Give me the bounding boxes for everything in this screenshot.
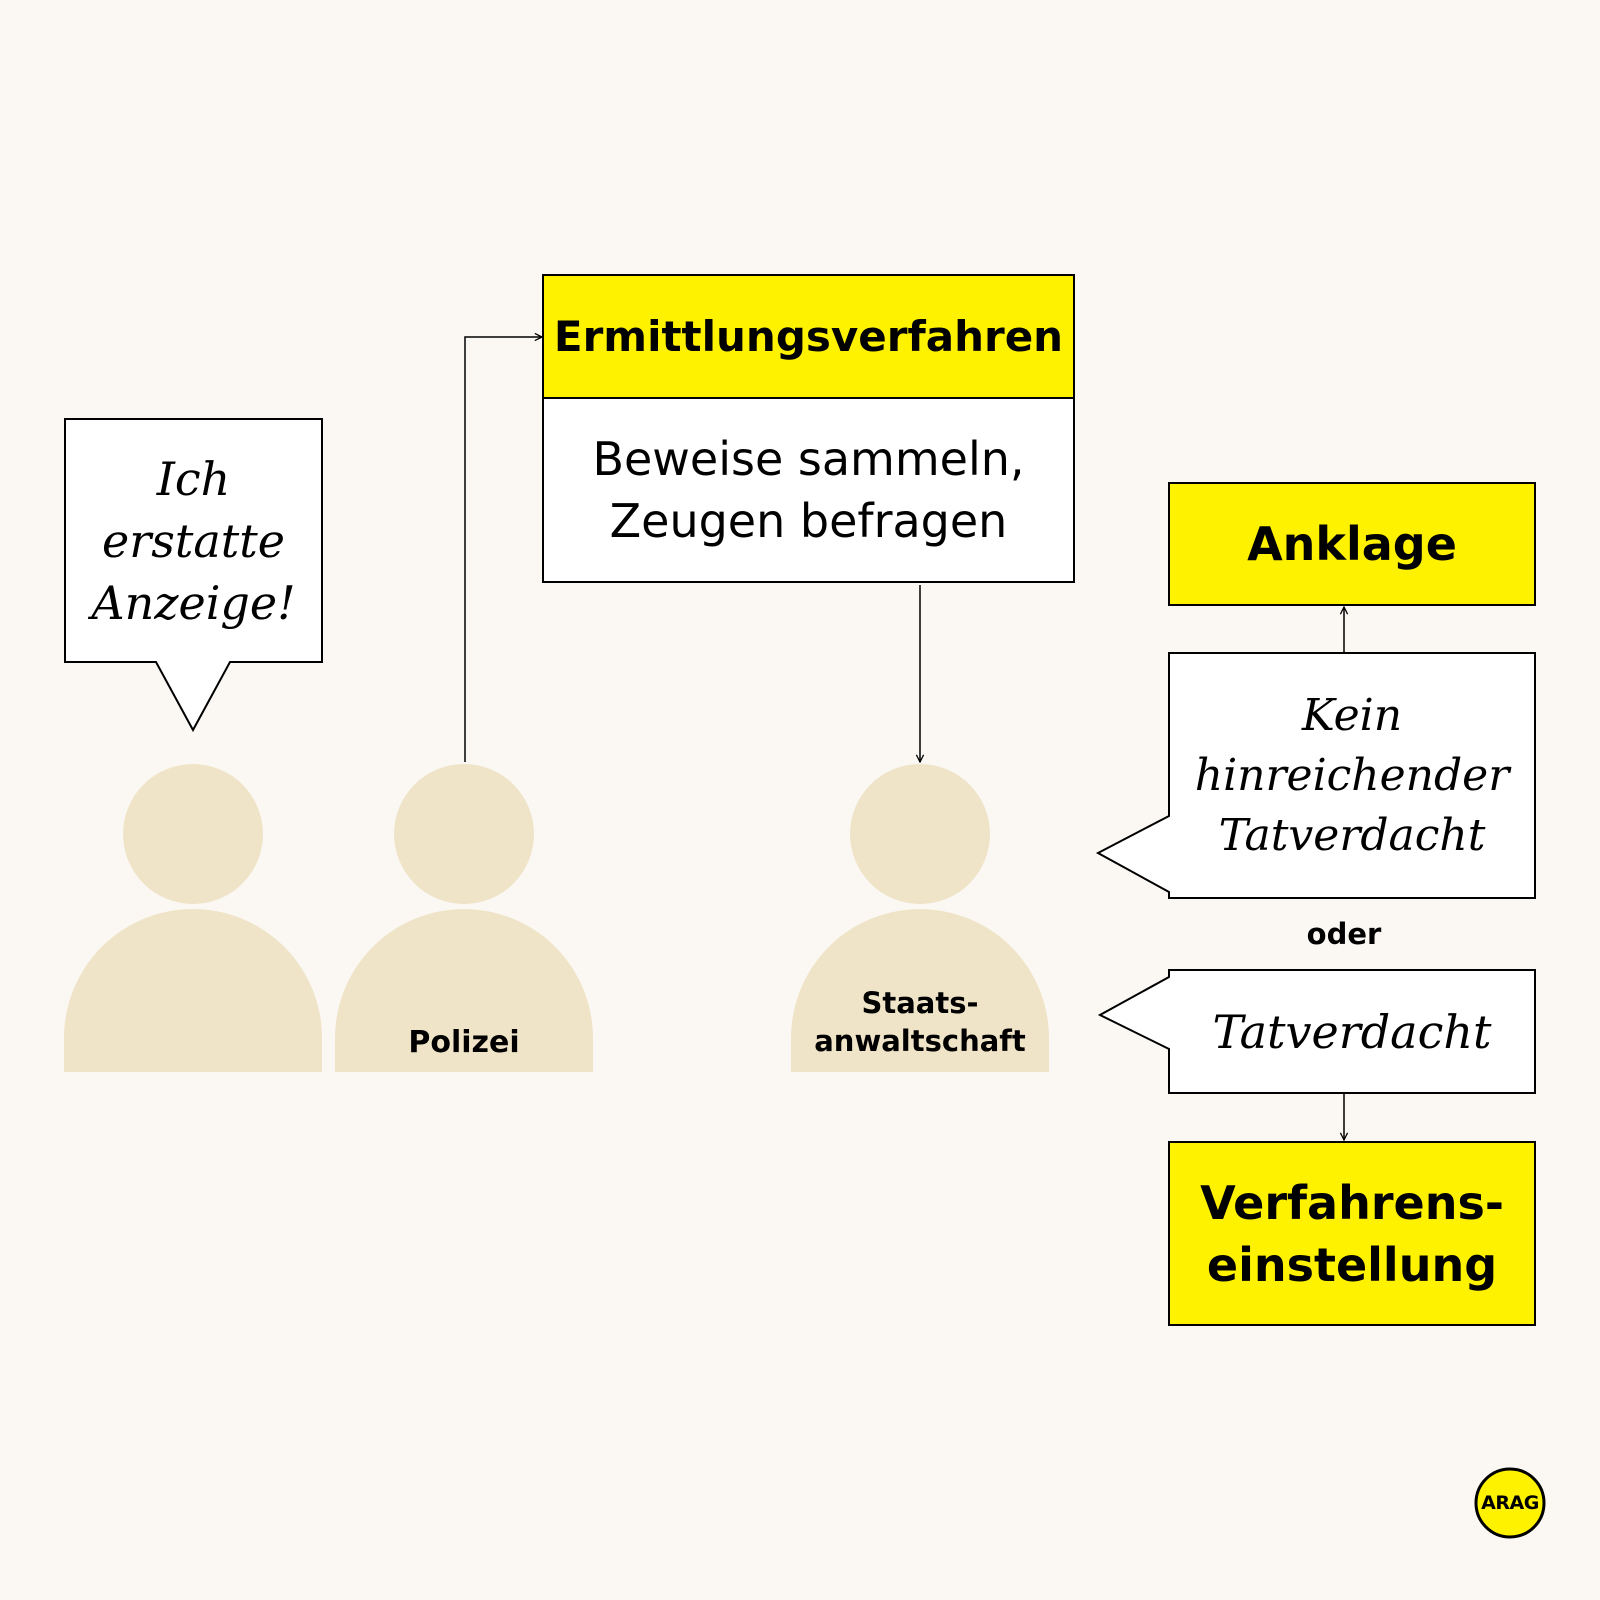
investigation-title-box — [542, 274, 1075, 399]
investigation-body-box — [542, 397, 1075, 583]
suspicion-callout-shape — [1097, 969, 1536, 1094]
speech-bubble-shape — [64, 418, 323, 733]
suspicion-text: Tatverdacht — [1212, 1004, 1492, 1059]
citizen-person-icon — [64, 764, 322, 1072]
police-label: Polizei — [408, 1024, 520, 1060]
prosecutor-person-icon — [791, 764, 1049, 1072]
indictment-box — [1168, 482, 1536, 606]
no-suspicion-callout-shape — [1095, 652, 1536, 899]
arag-logo-badge — [1474, 1467, 1546, 1539]
dismissal-box — [1168, 1141, 1536, 1326]
dismissal-label: Verfahrens- einstellung — [1200, 1175, 1504, 1292]
speech-bubble-text: Ich erstatte Anzeige! — [91, 451, 296, 630]
indictment-label: Anklage — [1247, 517, 1457, 571]
investigation-body: Beweise sammeln, Zeugen befragen — [592, 432, 1025, 548]
arag-logo-text: ARAG — [1481, 1492, 1539, 1514]
arrow-police-to-investigation — [464, 337, 542, 762]
police-person-icon — [335, 764, 593, 1072]
no-suspicion-text: Kein hinreichender Tatverdacht — [1194, 689, 1510, 861]
or-label: oder — [1306, 917, 1382, 951]
investigation-title: Ermittlungsverfahren — [553, 312, 1064, 361]
prosecutor-label: Staats- anwaltschaft — [814, 986, 1026, 1058]
